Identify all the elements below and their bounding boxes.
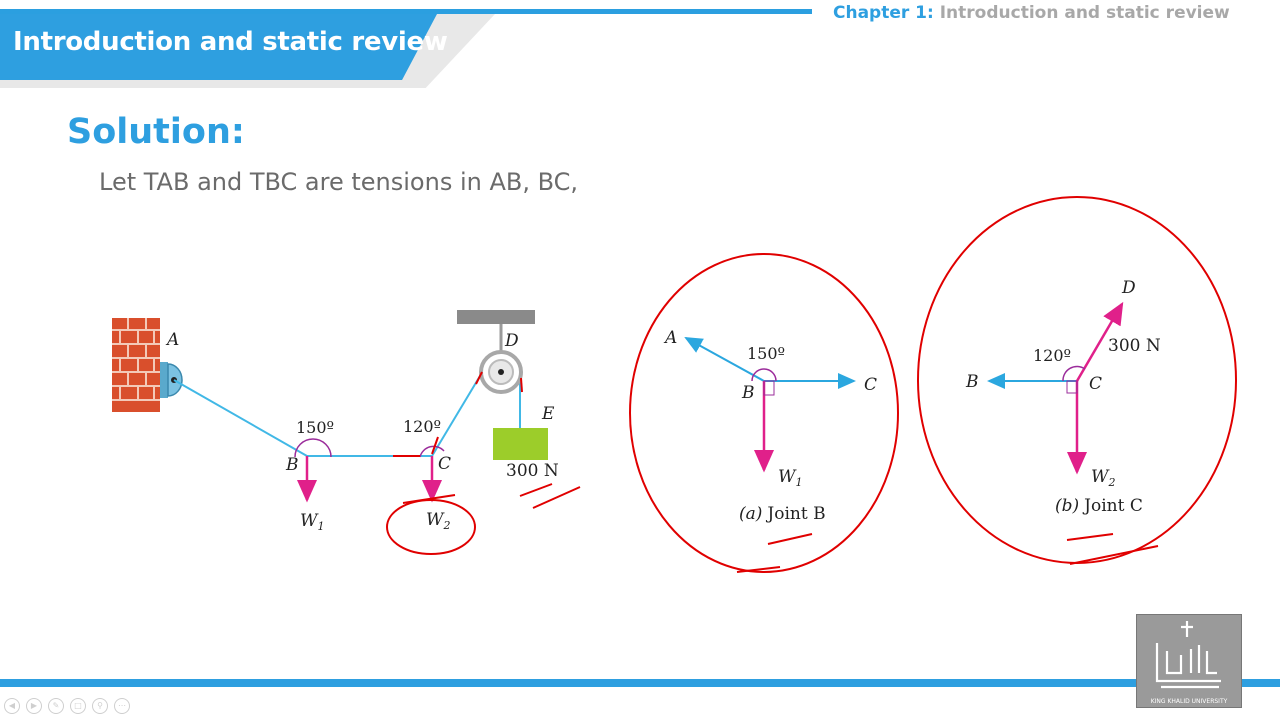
logo-text: KING KHALID UNIVERSITY <box>1150 698 1228 705</box>
fbd-c-underline <box>1066 533 1159 565</box>
label-a: A <box>165 330 179 350</box>
fbd-c-label-c: C <box>1089 374 1102 394</box>
footer-bar <box>0 679 1280 687</box>
fbd-c-caption: (b)Joint C <box>1055 496 1143 516</box>
fbd-b-label-b: B <box>741 383 755 403</box>
chapter-heading: Chapter 1: Introduction and static revie… <box>833 3 1230 23</box>
chapter-label: Chapter 1: <box>833 3 934 23</box>
next-slide-icon[interactable]: ▶ <box>26 698 42 714</box>
angle-arc-b <box>294 438 332 458</box>
fbd-c-angle-label: 120º <box>1033 346 1071 365</box>
slide-nav-controls: ◀ ▶ ✎ □ ⚲ ⋯ <box>4 698 130 714</box>
slide-title: Introduction and static review <box>13 27 448 57</box>
title-banner <box>0 14 437 80</box>
load-block <box>493 428 548 460</box>
zoom-icon[interactable]: ⚲ <box>92 698 108 714</box>
angle-label-b: 150º <box>296 418 334 437</box>
fbd-c-force-label: 300 N <box>1108 336 1161 356</box>
fbd-b-angle-label: 150º <box>747 344 785 363</box>
slides-icon[interactable]: □ <box>70 698 86 714</box>
ceiling-support <box>457 310 535 324</box>
joint-b-circle <box>629 253 899 573</box>
label-c: C <box>438 454 451 474</box>
fbd-c-right-angle <box>1066 380 1078 394</box>
fbd-c-label-d: D <box>1121 278 1136 298</box>
more-options-icon[interactable]: ⋯ <box>114 698 130 714</box>
fbd-b-angle-arc <box>751 368 777 382</box>
chapter-title: Introduction and static review <box>939 3 1230 23</box>
wall-bracket <box>160 362 168 398</box>
angle-arc-c <box>419 445 445 458</box>
fbd-b-label-c: C <box>864 375 877 395</box>
logo-emblem-icon <box>1155 621 1221 689</box>
brick-wall <box>112 318 160 412</box>
ink-annotations <box>386 371 581 555</box>
label-d: D <box>504 331 519 351</box>
w2-label: W2 <box>426 510 450 532</box>
w1-label: W1 <box>300 511 324 533</box>
pen-icon[interactable]: ✎ <box>48 698 64 714</box>
fbd-b-tab-arrow <box>684 337 765 382</box>
label-e: E <box>541 404 555 424</box>
solution-heading: Solution: <box>67 112 245 152</box>
fbd-c-angle-arc <box>1062 365 1086 382</box>
rope <box>173 365 521 457</box>
angle-label-c: 120º <box>403 417 441 436</box>
header-top-line <box>0 9 812 14</box>
load-label: 300 N <box>506 461 559 481</box>
fbd-b-right-angle <box>763 380 775 396</box>
solution-text: Let TAB and TBC are tensions in AB, BC, <box>99 168 579 196</box>
fbd-c-w2-label: W2 <box>1091 467 1115 489</box>
fbd-b-w1-label: W1 <box>778 467 802 489</box>
pulley-axle <box>498 369 504 375</box>
label-b: B <box>285 455 299 475</box>
fbd-b-underline <box>736 533 813 573</box>
fbd-b-label-a: A <box>663 328 677 348</box>
fbd-b-caption: (a)Joint B <box>739 504 826 524</box>
university-logo: KING KHALID UNIVERSITY <box>1136 614 1242 708</box>
fbd-c-label-b: B <box>965 372 979 392</box>
prev-slide-icon[interactable]: ◀ <box>4 698 20 714</box>
